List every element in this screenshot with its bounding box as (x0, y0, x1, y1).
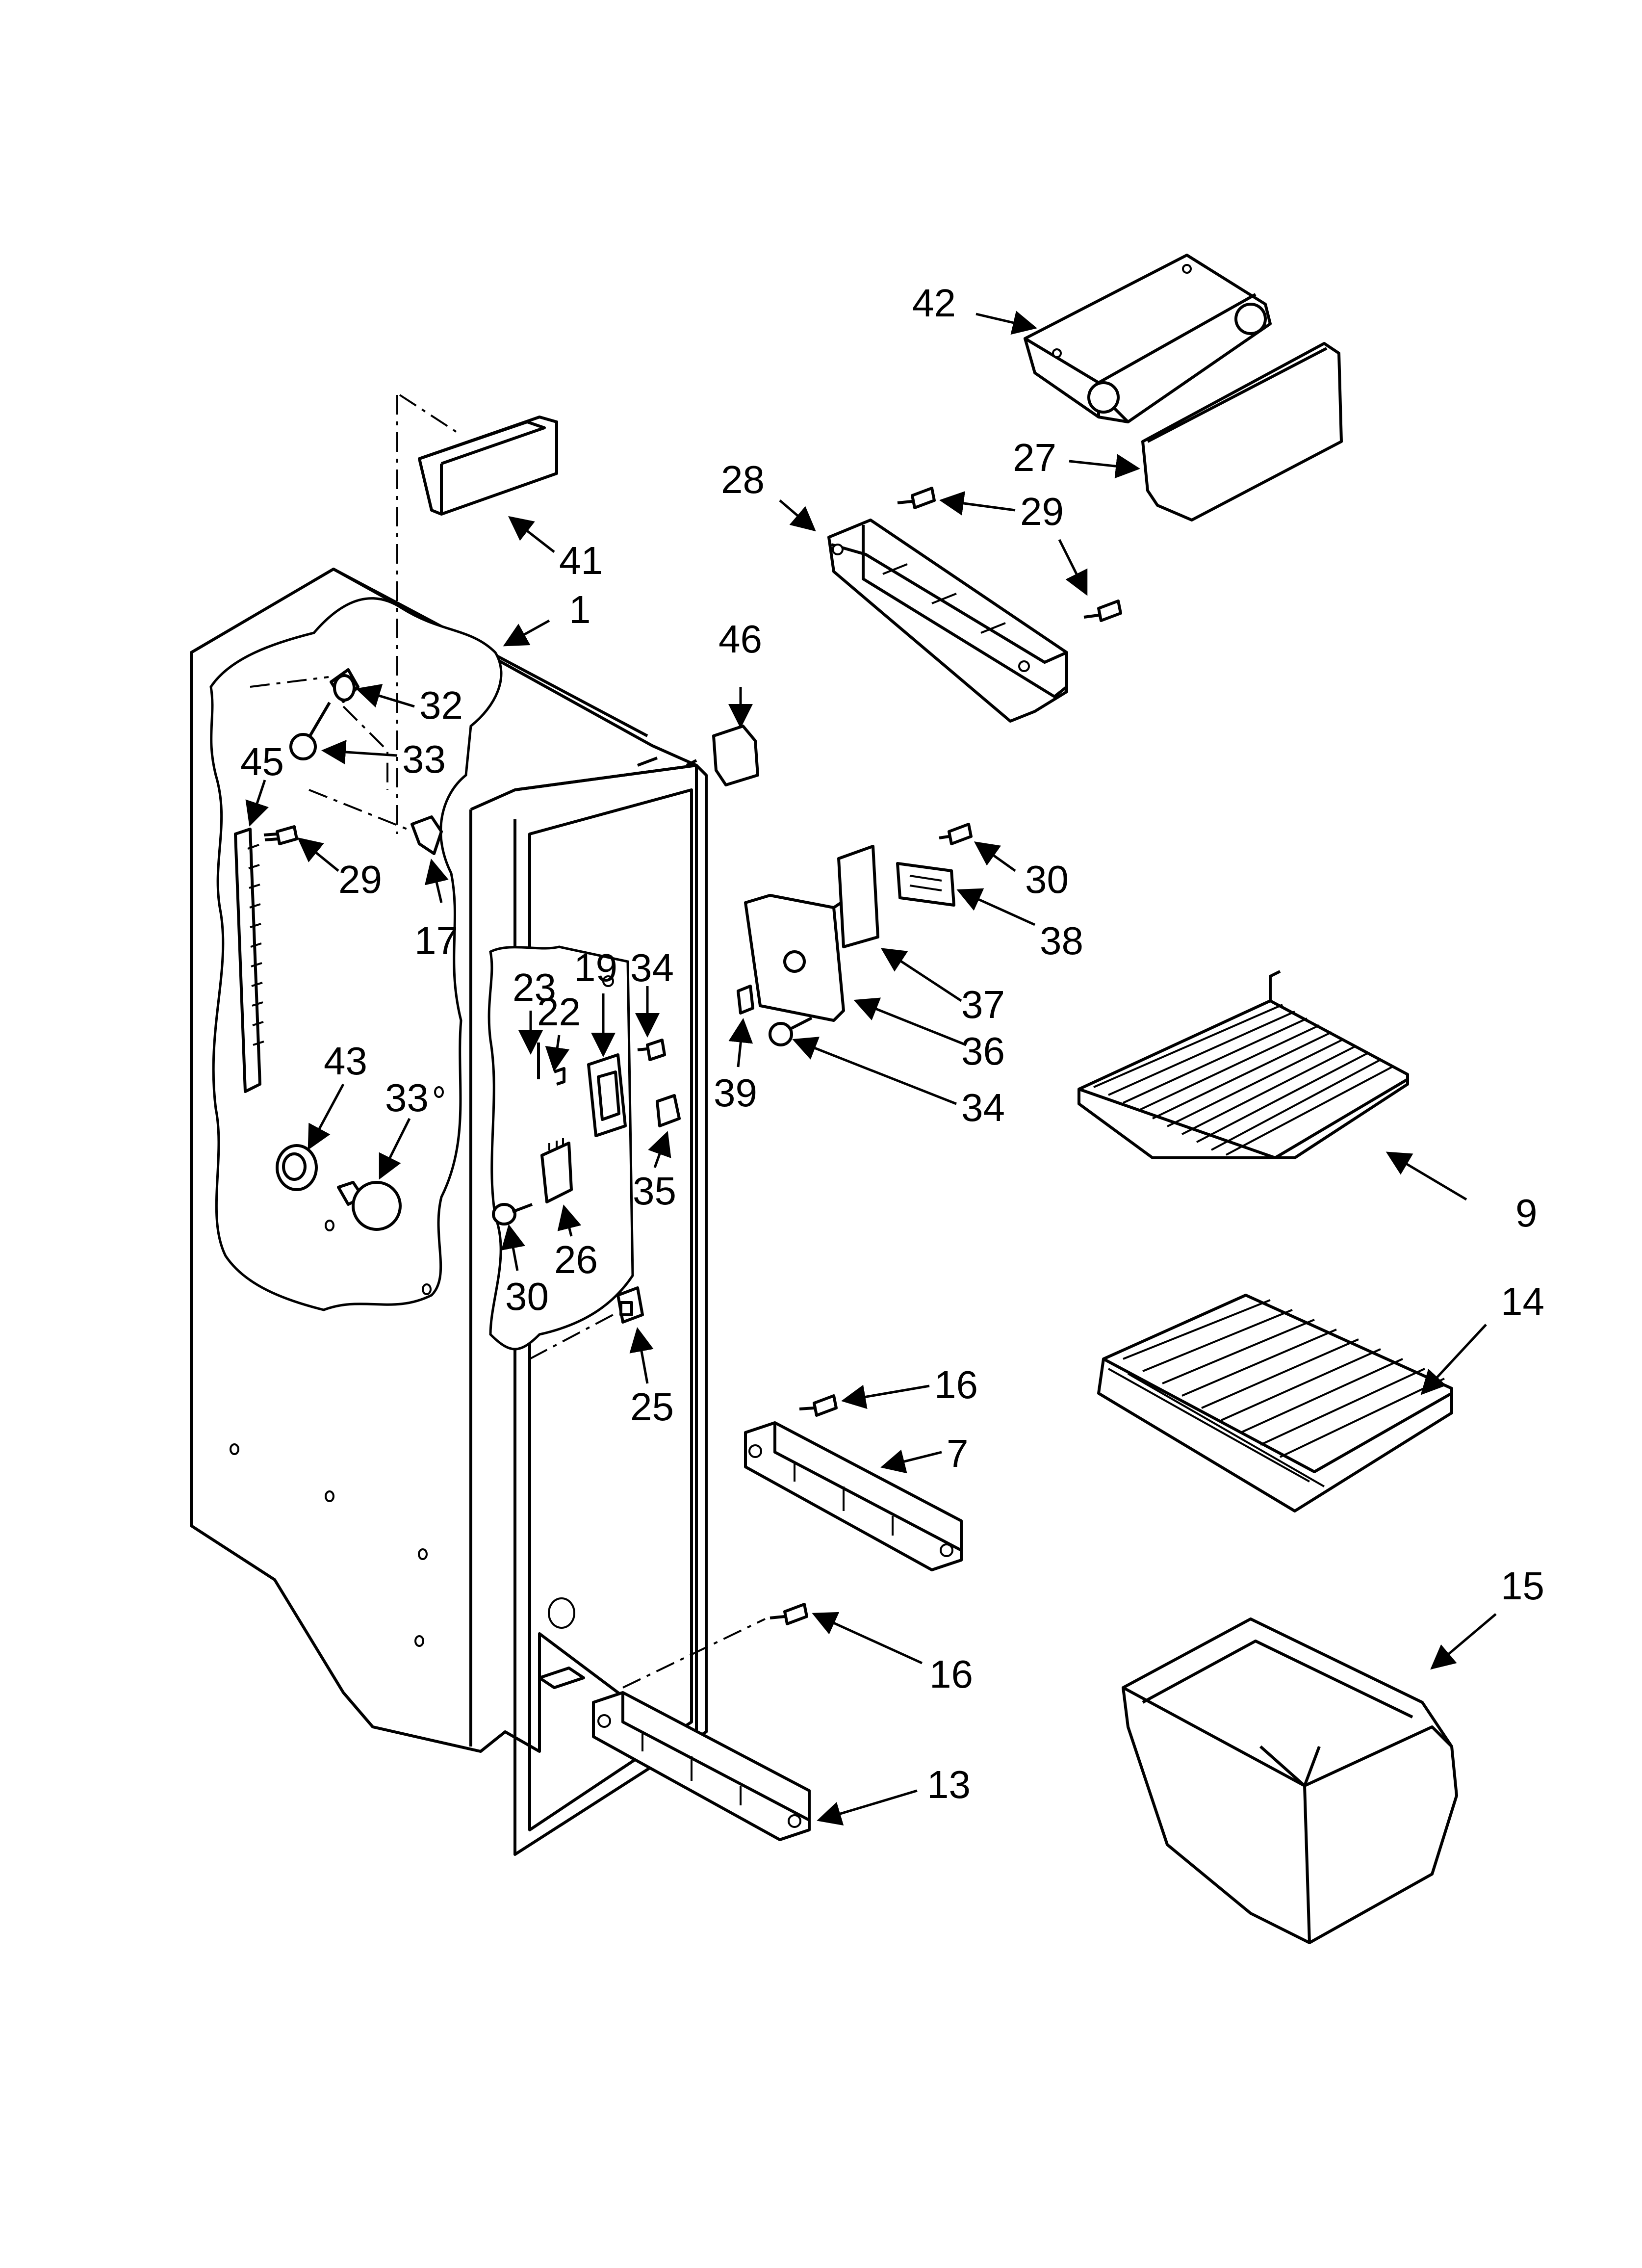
callout-22: 22 (537, 990, 581, 1034)
light-bulb-33-lower (337, 1181, 402, 1231)
callout-30-right: 30 (1025, 858, 1069, 901)
callout-46: 46 (718, 617, 762, 661)
callout-7: 7 (947, 1432, 969, 1475)
spacer-39 (737, 985, 754, 1015)
alignment-line-16 (622, 1618, 766, 1689)
hinge-cover-42 (1024, 254, 1272, 423)
callout-32: 32 (419, 683, 463, 727)
screw-30-upper-right (939, 823, 973, 845)
control-board-26 (540, 1138, 573, 1203)
callout-9: 9 (1515, 1191, 1538, 1235)
callout-13: 13 (927, 1763, 971, 1806)
callout-42: 42 (912, 281, 956, 325)
callout-43: 43 (324, 1039, 367, 1083)
callout-29-left: 29 (338, 858, 382, 901)
duct-28 (827, 519, 1068, 723)
shelf-9 (1078, 970, 1409, 1159)
cover-27 (1141, 342, 1343, 521)
callout-27: 27 (1013, 436, 1056, 479)
control-rail-45 (234, 828, 264, 1093)
callout-34-upper: 34 (630, 946, 674, 990)
bracket-35 (656, 1094, 681, 1127)
screw-30-lower (492, 1203, 533, 1225)
callout-17: 17 (414, 919, 458, 963)
damper-bracket-17 (410, 815, 443, 855)
callout-23: 23 (513, 965, 556, 1009)
callout-36: 36 (961, 1029, 1005, 1073)
screw-16-upper (799, 1394, 838, 1417)
callout-38: 38 (1040, 919, 1083, 963)
wire-shelf-14 (1097, 1294, 1453, 1512)
screw-34-center (769, 1017, 813, 1046)
callout-45: 45 (240, 740, 284, 783)
callout-19: 19 (574, 946, 617, 990)
callout-33-upper: 33 (402, 737, 446, 781)
light-socket-32 (330, 668, 359, 703)
callout-35: 35 (633, 1169, 676, 1213)
callout-labels: 42 27 28 29 41 1 46 32 33 45 29 17 30 38… (240, 281, 1544, 1806)
screw-29-left (263, 825, 298, 845)
screw-34-upper (637, 1039, 666, 1061)
alignment-line-upper (250, 676, 408, 830)
callout-1: 1 (569, 588, 591, 631)
callout-25: 25 (630, 1385, 674, 1429)
screw-29-upper (897, 487, 936, 509)
callout-30-lower: 30 (505, 1275, 549, 1318)
callout-41: 41 (559, 539, 603, 582)
rail-13 (592, 1691, 811, 1841)
callout-29-top: 29 (1020, 490, 1064, 533)
light-bulb-33-upper (289, 702, 331, 760)
screw-16-lower (770, 1603, 808, 1625)
callout-28: 28 (721, 458, 765, 501)
switch-25 (616, 1286, 644, 1324)
light-socket-43 (276, 1144, 318, 1191)
damper-housing-46 (712, 725, 759, 786)
callout-16-lower: 16 (929, 1652, 973, 1696)
thermostat-19 (587, 1053, 627, 1137)
light-cover-41 (418, 416, 558, 516)
housing-37 (744, 894, 864, 1022)
rail-7 (744, 1421, 963, 1571)
callout-39: 39 (714, 1071, 757, 1115)
alignment-line-25 (529, 1314, 614, 1360)
knob-19 (602, 975, 614, 987)
callout-34-center: 34 (961, 1086, 1005, 1129)
callout-15: 15 (1501, 1564, 1544, 1608)
callout-14: 14 (1501, 1279, 1544, 1323)
callout-33-lower: 33 (385, 1076, 429, 1120)
crisper-bin-15 (1122, 1617, 1458, 1944)
screw-29-lower (1083, 600, 1122, 622)
callout-26: 26 (554, 1238, 598, 1281)
leader-arrows (245, 311, 1497, 1826)
callout-16-upper: 16 (934, 1363, 978, 1407)
bracket-37-plate (837, 845, 879, 948)
control-board-38 (896, 862, 955, 907)
callout-37: 37 (961, 983, 1005, 1026)
alignment-line-41 (396, 394, 457, 834)
